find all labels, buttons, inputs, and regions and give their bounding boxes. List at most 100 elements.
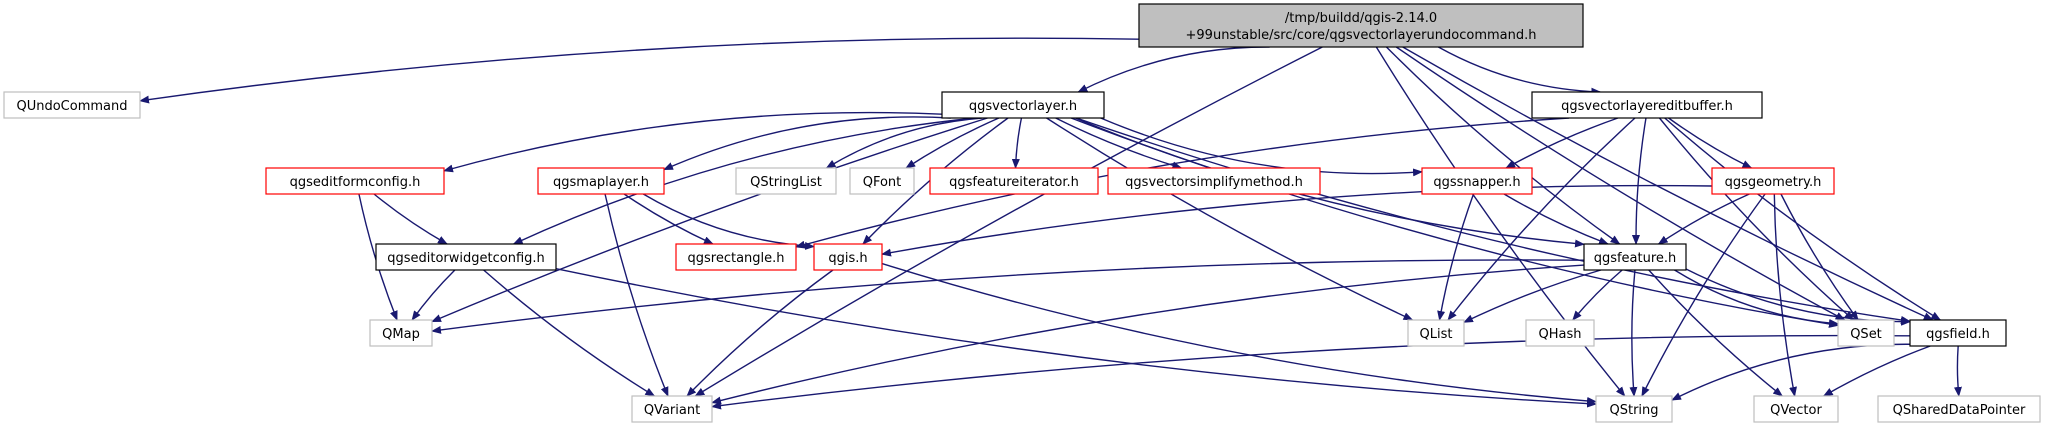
node-qgsvectorlayereditbuffer[interactable]: qgsvectorlayereditbuffer.h (1531, 91, 1763, 119)
node-qgsvectorlayer[interactable]: qgsvectorlayer.h (941, 91, 1105, 119)
edge-root-to-qgsfeature (1385, 46, 1621, 245)
node-label: /tmp/buildd/qgis-2.14.0 (1285, 11, 1437, 26)
node-qgsfield[interactable]: qgsfield.h (1909, 319, 2007, 347)
node-label: qgseditformconfig.h (290, 175, 421, 190)
node-box (1877, 395, 2041, 423)
edge-qgsfeature-to-QMap (431, 259, 1585, 334)
node-box (1583, 243, 1687, 271)
node-box (369, 319, 433, 347)
node-QVariant[interactable]: QVariant (631, 395, 713, 423)
edge-root-to-QUndoCommand (139, 37, 1140, 104)
node-QString[interactable]: QString (1595, 395, 1673, 423)
edge-qgsvectorlayereditbuffer-to-qgsgeometry (1668, 117, 1753, 169)
edge-qgsvectorlayer-to-qgsfield (1076, 117, 1911, 324)
edge-qgsvectorlayereditbuffer-to-QList (1447, 117, 1636, 321)
edge-qgsfield-to-QVector (1822, 345, 1931, 397)
node-qgsfeatureiterator[interactable]: qgsfeatureiterator.h (929, 167, 1099, 195)
node-label: qgsrectangle.h (687, 251, 784, 266)
node-qgssnapper[interactable]: qgssnapper.h (1421, 167, 1533, 195)
edge-qgsvectorlayereditbuffer-to-qgsfeature (1631, 117, 1647, 245)
node-label: qgseditorwidgetconfig.h (387, 251, 545, 266)
node-label: QSharedDataPointer (1893, 403, 2026, 418)
edge-qgsvectorlayer-to-qgssnapper (1100, 117, 1423, 177)
node-label: QString (1609, 403, 1658, 418)
node-label: qgsfeatureiterator.h (949, 175, 1079, 190)
node-label: qgsfeature.h (1594, 251, 1677, 266)
edge-qgis-to-QVariant (686, 269, 834, 397)
node-box (1753, 395, 1839, 423)
node-QStringList[interactable]: QStringList (735, 167, 837, 195)
node-QSharedDataPointer[interactable]: QSharedDataPointer (1877, 395, 2041, 423)
node-box (631, 395, 713, 423)
node-label: QStringList (750, 175, 822, 190)
node-qgsrectangle[interactable]: qgsrectangle.h (675, 243, 797, 271)
node-box (849, 167, 915, 195)
edge-qgsvectorlayer-to-QFont (905, 117, 1000, 169)
edge-qgseditorwidgetconfig-to-QMap (411, 269, 456, 321)
node-qgis[interactable]: qgis.h (813, 243, 883, 271)
node-label: QVariant (644, 403, 700, 418)
edge-qgsfeature-to-QList (1463, 269, 1602, 323)
edge-qgsvectorlayer-to-QSet (1070, 117, 1839, 328)
edge-root-to-QSet (1395, 46, 1846, 321)
edge-qgsvectorlayereditbuffer-to-qgsfield (1664, 117, 1942, 321)
node-box (813, 243, 883, 271)
node-box (1531, 91, 1763, 119)
edge-qgsfeature-to-QSet (1674, 269, 1839, 328)
node-box (1595, 395, 1673, 423)
node-root[interactable]: /tmp/buildd/qgis-2.14.0+99unstable/src/c… (1138, 3, 1584, 48)
edge-qgsvectorlayer-to-QList (1046, 117, 1414, 321)
edge-qgsgeometry-to-QString (1641, 193, 1766, 397)
node-box (375, 243, 557, 271)
node-qgsvectorsimplifymethod[interactable]: qgsvectorsimplifymethod.h (1107, 167, 1321, 195)
edge-root-to-qgsvectorlayer (1077, 46, 1270, 93)
node-QFont[interactable]: QFont (849, 167, 915, 195)
nodes-layer: /tmp/buildd/qgis-2.14.0+99unstable/src/c… (3, 3, 2041, 423)
edge-qgsvectorlayer-to-qgseditformconfig (443, 111, 943, 173)
edge-qgsfeature-to-QString (1629, 269, 1638, 397)
edge-qgsfield-to-QSharedDataPointer (1953, 345, 1962, 397)
edge-qgseditorwidgetconfig-to-QString (555, 268, 1597, 408)
edge-qgsmaplayer-to-qgis (642, 193, 815, 250)
edge-root-to-qgsfield (1402, 46, 1934, 321)
node-label: QVector (1770, 403, 1822, 418)
node-QVector[interactable]: QVector (1753, 395, 1839, 423)
node-qgsfeature[interactable]: qgsfeature.h (1583, 243, 1687, 271)
edge-qgsvectorlayereditbuffer-to-qgsrectangle (795, 117, 1570, 249)
node-QUndoCommand[interactable]: QUndoCommand (3, 91, 141, 119)
node-QList[interactable]: QList (1407, 319, 1465, 347)
node-box (941, 91, 1105, 119)
node-label: qgsgeometry.h (1725, 175, 1822, 190)
node-box (929, 167, 1099, 195)
node-QHash[interactable]: QHash (1525, 319, 1595, 347)
node-label: qgssnapper.h (1433, 175, 1520, 190)
node-box (1107, 167, 1321, 195)
node-box (1421, 167, 1533, 195)
edge-qgsfield-to-QVariant (711, 334, 1911, 410)
edge-qgsvectorlayer-to-QStringList (825, 117, 983, 169)
node-box (1525, 319, 1595, 347)
node-qgseditorwidgetconfig[interactable]: qgseditorwidgetconfig.h (375, 243, 557, 271)
edge-qgsgeometry-to-qgis (881, 184, 1713, 257)
node-box (1138, 3, 1584, 48)
edge-qgseditorwidgetconfig-to-QVariant (483, 269, 656, 397)
node-label: QList (1420, 327, 1453, 342)
edge-qgssnapper-to-QList (1437, 193, 1475, 321)
node-box (1837, 319, 1895, 347)
edge-qgsfeature-to-QHash (1572, 269, 1623, 321)
node-QMap[interactable]: QMap (369, 319, 433, 347)
node-box (3, 91, 141, 119)
node-box (537, 167, 665, 195)
edge-qgsmaplayer-to-qgsrectangle (623, 193, 714, 245)
node-qgsmaplayer[interactable]: qgsmaplayer.h (537, 167, 665, 195)
edge-root-to-QString (1375, 46, 1626, 397)
node-qgseditformconfig[interactable]: qgseditformconfig.h (265, 167, 445, 195)
edge-qgsfeature-to-QVariant (711, 264, 1585, 405)
edge-root-to-qgsvectorlayereditbuffer (1438, 46, 1602, 96)
node-label: qgsfield.h (1926, 327, 1990, 342)
edge-qgsvectorlayer-to-QMap (431, 117, 988, 323)
node-QSet[interactable]: QSet (1837, 319, 1895, 347)
node-label: qgsvectorsimplifymethod.h (1125, 175, 1303, 190)
node-qgsgeometry[interactable]: qgsgeometry.h (1711, 167, 1835, 195)
